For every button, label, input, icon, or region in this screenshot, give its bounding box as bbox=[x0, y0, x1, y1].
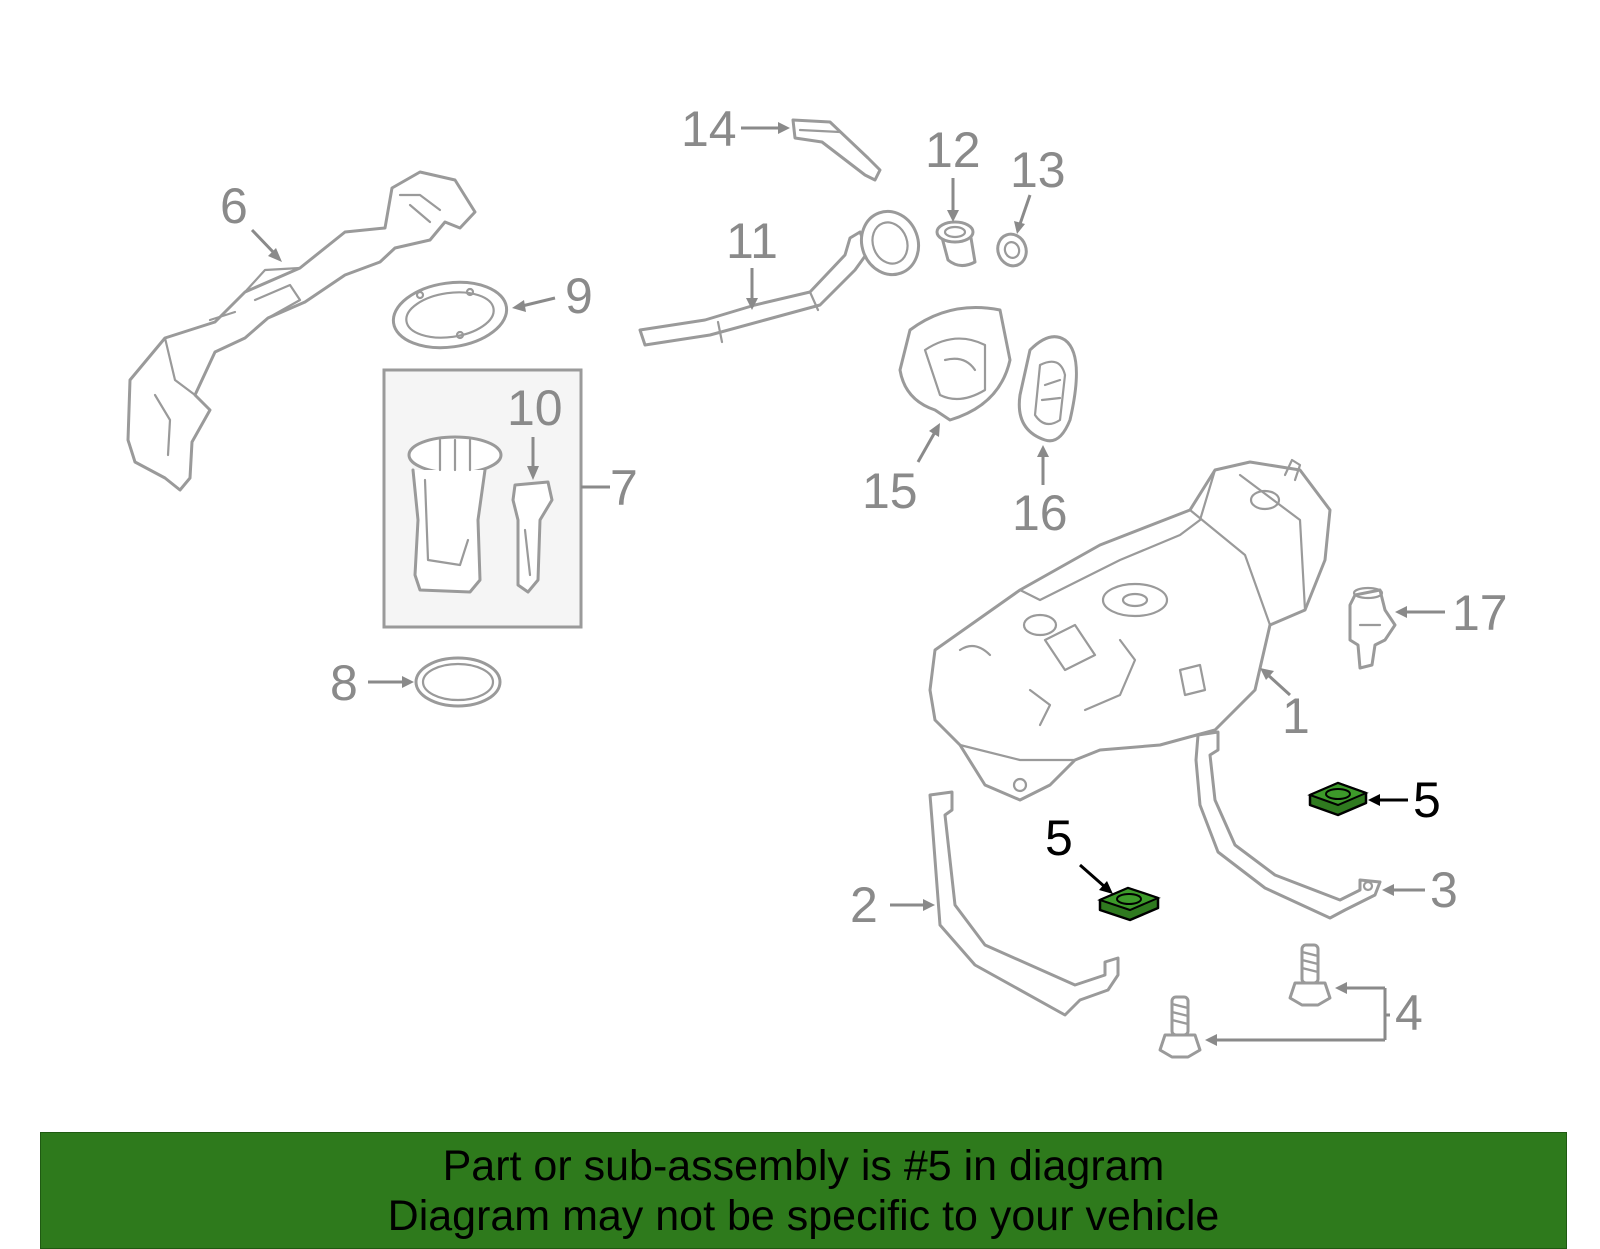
parts-diagram: 1 2 3 4 5 5 6 7 8 9 10 11 12 13 14 15 16… bbox=[126, 101, 1508, 1059]
callout-3: 3 bbox=[1430, 862, 1458, 918]
callout-1: 1 bbox=[1282, 688, 1310, 744]
callout-13: 13 bbox=[1010, 142, 1066, 198]
part-8-o-ring[interactable] bbox=[414, 656, 502, 708]
callout-14: 14 bbox=[681, 101, 737, 157]
part-17-valve[interactable] bbox=[1348, 586, 1397, 670]
part-6-heat-shield[interactable] bbox=[126, 170, 477, 492]
part-2-strap[interactable] bbox=[928, 790, 1120, 1017]
callout-2: 2 bbox=[850, 877, 878, 933]
callout-6: 6 bbox=[220, 178, 248, 234]
callout-11: 11 bbox=[726, 213, 778, 269]
part-3-strap[interactable] bbox=[1194, 730, 1382, 920]
callout-12: 12 bbox=[925, 122, 981, 178]
callout-15: 15 bbox=[862, 463, 918, 519]
part-5-pad-upper[interactable] bbox=[1307, 781, 1369, 817]
callout-7: 7 bbox=[610, 460, 638, 516]
part-12-grommet[interactable] bbox=[935, 220, 977, 267]
part-4-bolt-right[interactable] bbox=[1288, 943, 1332, 1007]
callout-10: 10 bbox=[507, 380, 563, 436]
info-banner: Part or sub-assembly is #5 in diagram Di… bbox=[40, 1132, 1567, 1249]
part-9-gasket[interactable] bbox=[389, 275, 511, 354]
part-7-fuel-pump-module[interactable] bbox=[382, 368, 583, 629]
leader-lines bbox=[250, 122, 1445, 1046]
part-16-fuel-door[interactable] bbox=[1017, 335, 1078, 443]
callout-5-upper: 5 bbox=[1413, 772, 1441, 828]
banner-line-part: Part or sub-assembly is #5 in diagram bbox=[442, 1141, 1165, 1190]
callout-4: 4 bbox=[1395, 985, 1423, 1041]
callout-9: 9 bbox=[565, 268, 593, 324]
part-13-seal[interactable] bbox=[993, 230, 1030, 270]
banner-line-disclaimer: Diagram may not be specific to your vehi… bbox=[387, 1191, 1220, 1240]
callout-5-lower: 5 bbox=[1045, 810, 1073, 866]
callout-16: 16 bbox=[1012, 485, 1068, 541]
part-1-fuel-tank[interactable] bbox=[928, 458, 1332, 802]
callout-labels: 1 2 3 4 5 5 6 7 8 9 10 11 12 13 14 15 16… bbox=[220, 101, 1508, 1041]
part-4-bolt-left[interactable] bbox=[1158, 995, 1202, 1059]
callout-17: 17 bbox=[1452, 585, 1508, 641]
part-14-hose[interactable] bbox=[791, 118, 882, 182]
part-11-filler-pipe[interactable] bbox=[638, 203, 927, 347]
part-15-filler-housing[interactable] bbox=[898, 306, 1012, 422]
callout-8: 8 bbox=[330, 655, 358, 711]
part-5-pad-lower[interactable] bbox=[1097, 886, 1161, 922]
